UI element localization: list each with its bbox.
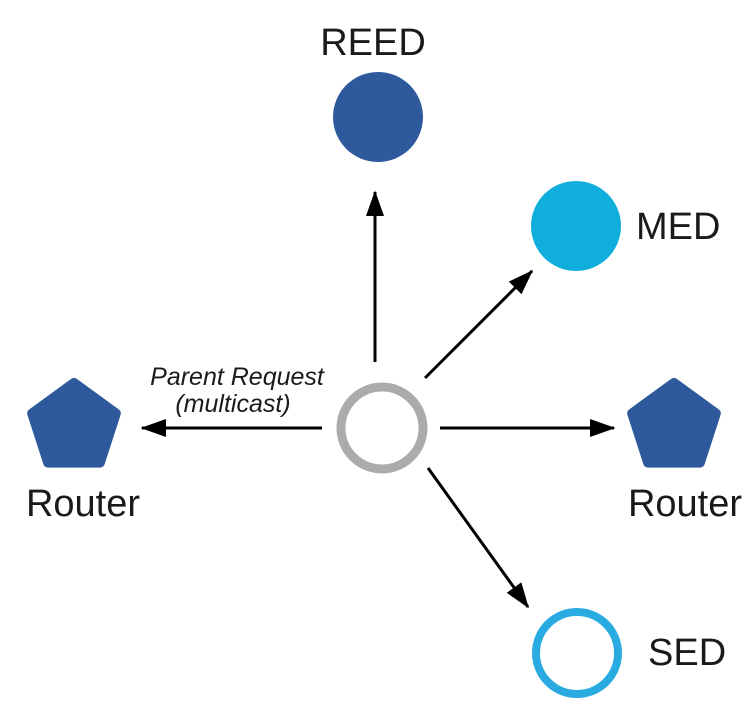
joiner-circle-icon: [336, 382, 428, 474]
router-left-pentagon-icon: [27, 378, 121, 468]
arrow-center-to-sed: [426, 467, 530, 609]
annotation-line1: Parent Request: [150, 363, 325, 391]
router-left-node: Router: [26, 378, 140, 525]
router-right-label: Router: [628, 483, 742, 525]
router-left-label: Router: [26, 483, 140, 525]
med-node: MED: [531, 181, 720, 271]
sed-circle-icon: [532, 608, 622, 698]
multicast-arrows: [140, 190, 616, 609]
reed-node: REED: [320, 22, 426, 162]
reed-circle-icon: [333, 72, 423, 162]
parent-request-annotation: Parent Request (multicast): [150, 363, 325, 418]
med-label: MED: [636, 206, 720, 248]
joiner-node: [336, 382, 428, 474]
arrow-center-to-med: [423, 269, 534, 380]
med-circle-icon: [531, 181, 621, 271]
router-right-node: Router: [627, 378, 742, 525]
sed-node: SED: [532, 608, 726, 698]
router-right-pentagon-icon: [627, 378, 721, 468]
reed-label: REED: [320, 22, 426, 64]
sed-label: SED: [648, 632, 726, 674]
annotation-line2: (multicast): [175, 390, 290, 418]
